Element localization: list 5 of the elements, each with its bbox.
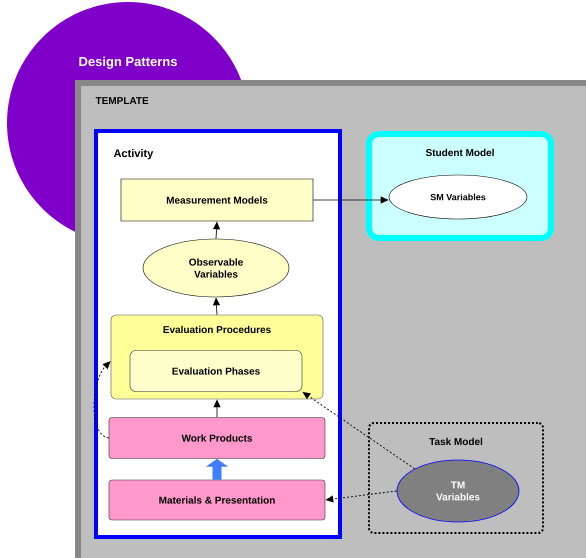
process-box: Work Products [108, 417, 326, 459]
process-box: Evaluation Phases [130, 350, 302, 392]
process-box: Materials & Presentation [108, 480, 326, 520]
circle-label: Design Patterns [79, 56, 177, 69]
process-box: Measurement Models [120, 178, 314, 222]
